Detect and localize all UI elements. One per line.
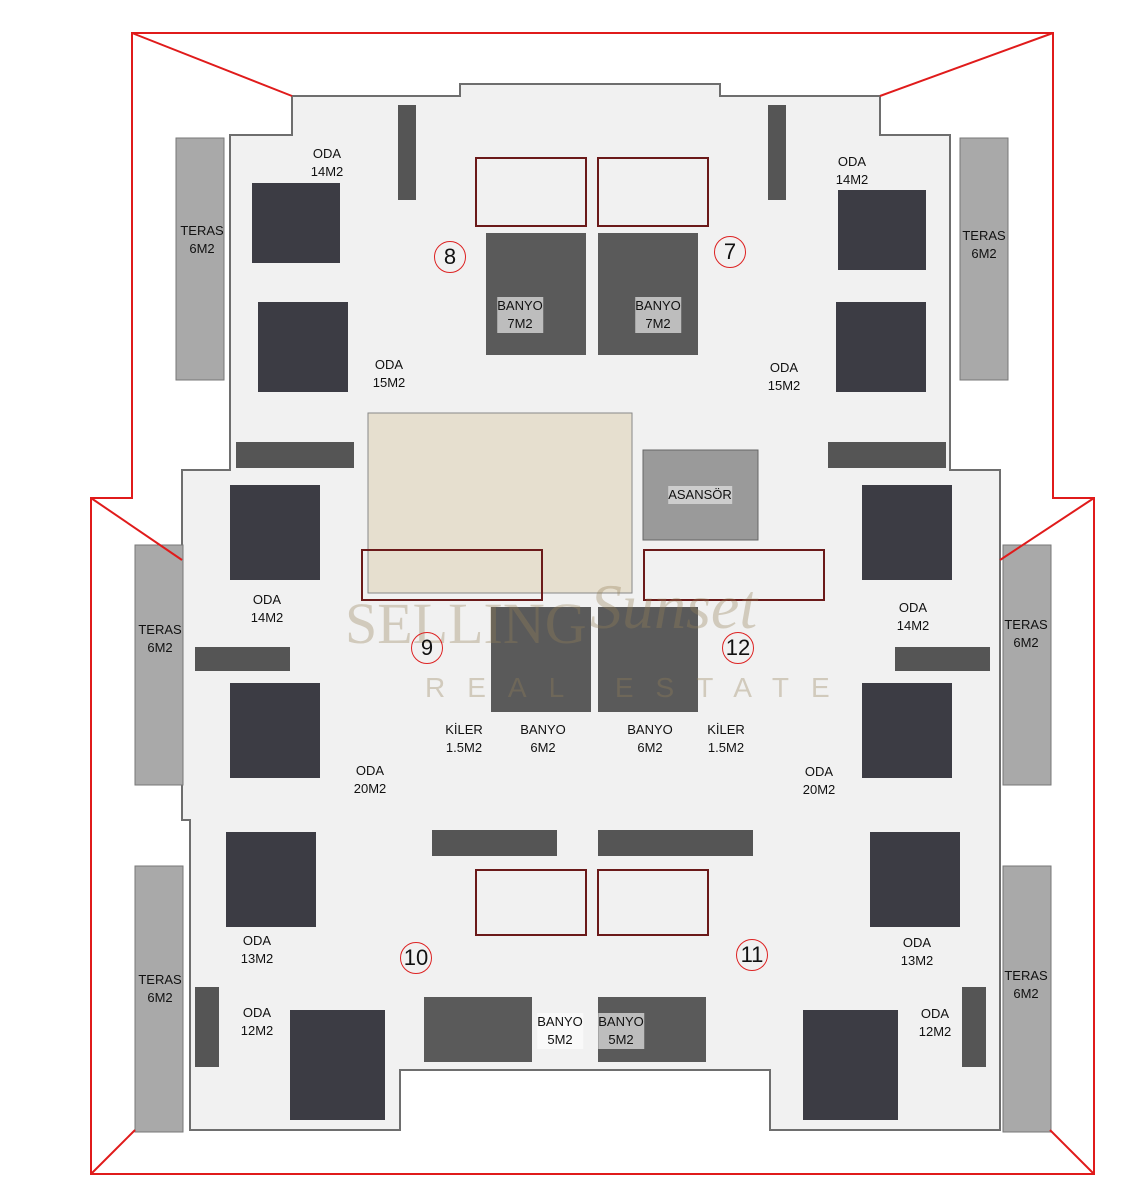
terraces (134, 137, 1052, 1133)
watermark-script: Sunset (590, 571, 758, 642)
unit-number-marker: 7 (714, 236, 746, 268)
beds (226, 183, 960, 1120)
elevator-label: ASANSÖR (668, 486, 732, 504)
unit-number-marker: 11 (736, 939, 768, 971)
wardrobes (195, 105, 990, 1067)
watermark-subtext: REAL ESTATE (425, 672, 852, 703)
unit-number-marker: 9 (411, 632, 443, 664)
bathrooms (424, 233, 706, 1062)
stairs (361, 157, 825, 936)
site-boundary (90, 32, 1095, 1175)
elevator-lobby (367, 412, 759, 594)
unit-number-marker: 12 (722, 632, 754, 664)
watermark-text: SELLING (345, 591, 587, 656)
unit-number-marker: 10 (400, 942, 432, 974)
unit-number-marker: 8 (434, 241, 466, 273)
